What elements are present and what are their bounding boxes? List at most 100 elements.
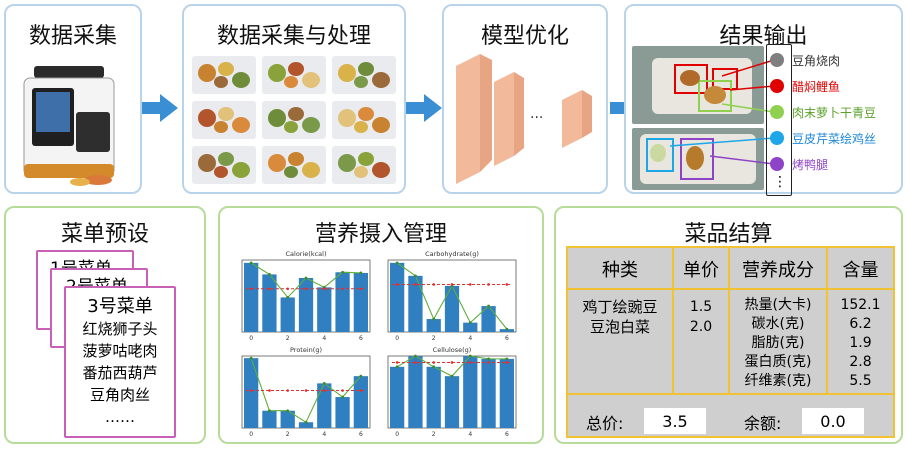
chart-bar (317, 287, 332, 332)
col-nutrient: 营养成分 热量(大卡) 碳水(克) 脂肪(克) 蛋白质(克) 纤维素(克) (730, 248, 828, 393)
trend-point (359, 271, 363, 275)
food-portion (232, 117, 250, 133)
reference-point (395, 283, 399, 286)
chart-bar (499, 358, 514, 428)
processing-title: 数据采集与处理 (216, 24, 371, 49)
menu-item-list: 红烧狮子头菠萝咕咾肉番茄西葫芦豆角肉丝…… (66, 318, 174, 428)
chart-bar (426, 319, 441, 332)
trend-point (322, 381, 326, 385)
chart-bar (353, 272, 368, 332)
settlement-table: 种类 鸡丁绘豌豆 豆泡白菜 单价 1.5 2.0 营养成分 热量(大卡) 碳水(… (566, 246, 895, 438)
food-portion (284, 121, 298, 133)
food-portion (218, 62, 234, 76)
chart-bar (426, 366, 441, 428)
trend-point (286, 296, 290, 299)
header-divider (568, 288, 893, 290)
x-tick-label: 0 (249, 431, 253, 438)
food-tray-thumbnail (192, 146, 256, 184)
legend-label: 烤鸭腿 (792, 157, 829, 172)
reference-point (414, 361, 417, 364)
food-portion (354, 166, 368, 178)
chart-bar (298, 422, 314, 428)
reference-point (304, 287, 308, 291)
processing-panel: 数据采集与处理 (182, 4, 406, 194)
trend-point (487, 357, 490, 361)
chart-bar (335, 397, 350, 428)
col-dish: 种类 鸡丁绘豌豆 豆泡白菜 (568, 248, 674, 393)
reference-point (468, 283, 472, 286)
chart-title: Calorie(kcal) (286, 250, 327, 258)
food-portion (338, 64, 356, 82)
nutrient-5: 纤维素(克) (744, 373, 812, 389)
x-tick-label: 4 (468, 335, 472, 342)
reference-point (432, 361, 436, 364)
food-portion (338, 109, 356, 127)
food-portion (288, 107, 304, 121)
trend-point (304, 420, 308, 424)
settlement-title: 菜品结算 (684, 222, 773, 247)
x-tick-label: 2 (286, 431, 290, 438)
reference-point (341, 287, 344, 291)
food-portion (354, 76, 368, 88)
food-tray-grid (192, 56, 398, 190)
header-nutrient: 营养成分 (742, 260, 814, 281)
col-price: 单价 1.5 2.0 (674, 248, 730, 393)
trend-point (341, 270, 344, 274)
price-2: 2.0 (689, 319, 713, 335)
food-tray-thumbnail (192, 56, 256, 94)
legend-item: 醋焖鲤鱼 (770, 76, 840, 96)
chart-bar (444, 376, 460, 428)
food-tray-thumbnail (332, 146, 396, 184)
food-tray-thumbnail (262, 101, 326, 139)
chart-bar (444, 285, 460, 332)
food-portion (288, 62, 304, 76)
price-1: 1.5 (689, 299, 713, 315)
reference-point (432, 283, 436, 286)
food-portion (214, 166, 228, 178)
nutrient-4: 蛋白质(克) (744, 354, 812, 370)
reference-point (359, 287, 363, 291)
reference-point (468, 361, 472, 364)
x-tick-label: 6 (505, 431, 509, 438)
trend-point (395, 261, 399, 265)
legend-item: 肉末萝卜干青豆 (770, 102, 876, 122)
legend-label: 豆角烧肉 (792, 53, 841, 68)
food-portion (372, 117, 390, 133)
trend-point (268, 273, 271, 276)
trend-point (249, 261, 253, 265)
network-layers-diagram: ... (456, 54, 592, 184)
reference-point (286, 287, 290, 291)
detection-image-2 (632, 128, 764, 190)
food-portion (214, 76, 228, 88)
legend-box (766, 44, 792, 196)
food-portion (268, 64, 286, 82)
legend-dot-icon (770, 131, 784, 145)
x-tick-label: 2 (286, 335, 290, 342)
legend-more: ⋮ (773, 174, 787, 190)
chart-bar (499, 329, 514, 332)
total-label: 总价: (586, 414, 624, 433)
legend-dot-icon (770, 105, 784, 119)
x-tick-label: 4 (322, 431, 326, 438)
reference-point (505, 283, 509, 286)
reference-point (395, 361, 399, 364)
reference-point (487, 361, 490, 364)
chart-bar (244, 358, 259, 428)
chart-bar (463, 322, 478, 332)
col-amount: 含量 152.1 6.2 1.9 2.8 5.5 (828, 248, 893, 393)
trend-point (268, 409, 271, 413)
chart-bar (262, 274, 277, 332)
chart-bar (298, 278, 314, 332)
trend-point (341, 395, 344, 399)
legend-item: 烤鸭腿 (770, 154, 828, 174)
kiosk-device-image (23, 66, 115, 186)
chart-bar (244, 262, 259, 332)
footer-divider (568, 393, 893, 395)
balance-label: 余额: (744, 414, 782, 433)
menu-item: 豆角肉丝 (89, 386, 150, 404)
balance-value: 0.0 (802, 408, 864, 434)
x-tick-label: 4 (322, 335, 326, 342)
reference-point (322, 287, 326, 291)
food-portion (372, 72, 390, 88)
